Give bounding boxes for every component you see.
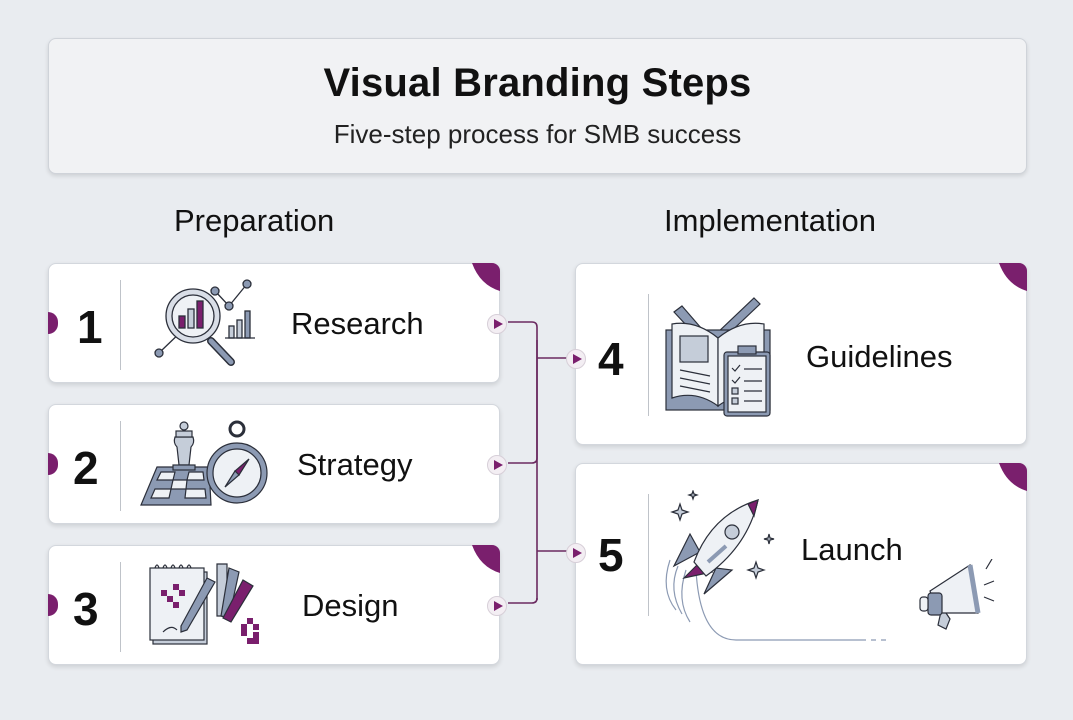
megaphone-icon [919,559,995,630]
corner-accent [999,263,1027,291]
corner-accent [472,545,500,573]
corner-accent [472,263,500,291]
left-tab-marker [48,312,58,334]
step-label: Design [302,588,399,623]
connector-3-to-5 [508,597,538,604]
section-label-implementation: Implementation [664,203,876,238]
input-port[interactable] [566,349,586,369]
page-title: Visual Branding Steps [323,61,752,105]
step-card-design[interactable]: 3 Design [48,545,507,665]
divider [120,421,121,511]
connector-1-to-4 [508,321,538,464]
output-port[interactable] [487,596,507,616]
rocket-icon [665,490,886,641]
divider [120,280,121,370]
left-tab-marker [48,453,58,475]
step-label: Strategy [297,447,413,482]
chess-compass-icon [140,420,268,506]
step-card-research[interactable]: 1 Research [48,263,507,383]
step-number: 4 [598,333,624,385]
step-number: 2 [73,442,99,494]
left-tab-marker [48,594,58,616]
step-label: Guidelines [806,339,953,374]
divider [648,294,649,416]
input-port[interactable] [566,543,586,563]
book-clipboard-icon [665,297,771,417]
step-card-strategy[interactable]: 2 Strategy [48,404,507,524]
divider [648,494,649,616]
step-card-guidelines[interactable]: 4 Guidelines [566,263,1027,445]
header-card: Visual Branding Steps Five-step process … [48,38,1027,174]
corner-accent [999,463,1027,491]
divider [120,562,121,652]
output-port[interactable] [487,455,507,475]
page-subtitle: Five-step process for SMB success [333,119,742,149]
step-card-launch[interactable]: 5 Launch [566,463,1027,665]
step-number: 3 [73,583,99,635]
output-port[interactable] [487,314,507,334]
magnifier-chart-icon [154,279,255,366]
step-label: Research [291,306,424,341]
step-number: 1 [77,301,103,353]
section-label-preparation: Preparation [174,203,335,238]
step-label: Launch [801,532,903,567]
step-number: 5 [598,529,624,581]
sketchpad-swatch-icon [149,563,259,645]
